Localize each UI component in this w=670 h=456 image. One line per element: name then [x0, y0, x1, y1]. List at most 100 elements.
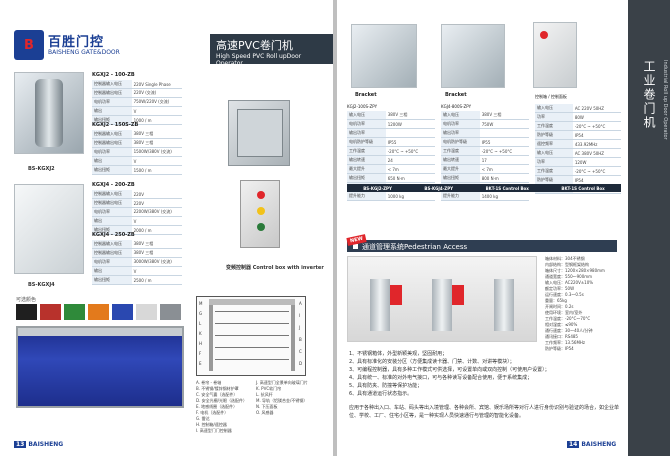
feature-item: 3、可编程控制器，具有多种工作模式可供选择，可设置单向或双向控制（可使用户设置）… — [349, 367, 550, 373]
spec-key: 控制器输入电压 — [92, 130, 132, 139]
left-page: B 百胜门控 BAISHENG GATE&DOOR 高速PVC卷门机 High … — [0, 0, 333, 456]
spec-value: 80W — [572, 112, 621, 122]
feature-item: 1、不锈钢箱体，外型新颖美观，坚固耐用； — [349, 351, 448, 357]
spec-key: 最大提升 — [347, 164, 386, 174]
spec-key: 输出扭矩 — [92, 115, 132, 125]
spec-key: 电机防护等级 — [441, 137, 480, 147]
spec-value: V — [131, 156, 182, 166]
spec-value: IP55 — [385, 137, 435, 147]
legend-item: A. 卷帘 - 卷轴 — [196, 380, 222, 385]
color-swatch — [112, 304, 133, 320]
brand-name-en: BAISHENG GATE&DOOR — [48, 49, 120, 56]
color-swatch — [40, 304, 61, 320]
spec-key: 电机功率 — [441, 119, 480, 129]
spec-value: 433.92MHz — [572, 139, 621, 149]
up-button-icon — [257, 207, 265, 215]
color-swatch — [16, 304, 37, 320]
gate-spec-item: 额定功率：50W — [545, 286, 575, 291]
spec-value: 650 N·m — [385, 173, 435, 183]
legend-item: I. 高速型门门控制器 — [196, 428, 232, 433]
spec-key: 控制器输出电压 — [92, 198, 132, 208]
spec-row: 最大提升< 7m — [347, 164, 435, 174]
spec-value: 1400 kg — [479, 191, 529, 201]
spec-key: 输出功率 — [441, 128, 480, 138]
spec-key: 输出 — [92, 266, 132, 276]
spec-value: 380V 三相 — [131, 248, 182, 258]
gate-spec-list: 箱体材料：304不锈钢内部结构：型钢框架结构箱体尺寸：1200×280×980m… — [545, 256, 617, 352]
feature-item: 6、具有通道运行状态指示。 — [349, 391, 413, 397]
spec-key: 遥控频率 — [535, 139, 573, 149]
legend-item: G. 雷达 — [196, 416, 210, 421]
emergency-stop-icon — [540, 31, 548, 39]
spec-key: 最大提升 — [441, 164, 480, 174]
control-box-image — [228, 100, 290, 166]
diagram-label: H — [199, 341, 203, 346]
right-page: Bracket Bracket 控制箱 / 控制面板 KGJ2-100S-ZPY… — [337, 0, 670, 456]
spec-key: 防护等级 — [535, 130, 573, 140]
spec-key: 输出转速 — [347, 155, 386, 165]
spec-key: 输出扭矩 — [92, 165, 132, 175]
feature-list: 1、不锈钢箱体，外型新颖美观，坚固耐用；2、具有标准化的安装分区（方便集成读卡器… — [349, 350, 619, 398]
bracket-caption-1: Bracket — [355, 92, 377, 98]
gate-spec-item: 工作频率：13.56MHz — [545, 340, 586, 345]
spec-key: 输出 — [92, 216, 132, 226]
spec-key: 控制器输出电压 — [92, 88, 132, 98]
gate-spec-item: 内部结构：型钢框架结构 — [545, 262, 589, 267]
spec-value — [479, 128, 529, 138]
spec-key: 输出扭矩 — [441, 173, 480, 183]
spec-value: 24 — [385, 155, 435, 165]
spec-value: 3000W/380V (交流) — [131, 257, 182, 267]
spec-value: 2200W/380V (交流) — [131, 207, 182, 217]
spec-key: 电机功率 — [347, 119, 386, 129]
color-options-label: 可选颜色 — [16, 297, 37, 303]
legend-item: D. 安全光栅/光眼（选配件） — [196, 398, 247, 403]
model-bar: BS-KGJ2-ZPY BS-KGJ4-ZPY BKT-1S Control B… — [347, 184, 621, 192]
spec-value: 1500W/380V (交流) — [131, 147, 182, 157]
diagram-label: I — [299, 313, 301, 318]
spec-value: 17 — [479, 155, 529, 165]
legend-item: L. 抗风杆 — [256, 392, 273, 397]
spec-value: -20°C ~ +50°C — [385, 146, 435, 156]
gate-spec-item: 输入电压：AC220V±10% — [545, 280, 594, 285]
legend-item: O. 风感器 — [256, 410, 274, 415]
spec-value: 220V (交流) — [131, 88, 182, 98]
control-box-image-right — [533, 22, 577, 88]
spec-value: 380V 三相 — [385, 111, 435, 120]
operator-image-bracket-2 — [441, 24, 505, 88]
spec-value: V — [131, 106, 182, 116]
spec-key: 工作温度 — [441, 146, 480, 156]
product-caption: BS-KGXJ4 — [28, 282, 55, 288]
spec-row: 输出功率 — [347, 128, 435, 138]
spec-key: 输入电压 — [535, 148, 573, 158]
pedestrian-gate-photo — [347, 256, 537, 342]
spec-key: 电机防护等级 — [347, 137, 386, 147]
spec-value: 1500 / m — [131, 165, 182, 175]
spec-key: 工作温度 — [535, 166, 573, 176]
spec-row: 最大提升< 7m — [441, 164, 529, 174]
section-header-pedestrian: 通道管理系统Pedestrian Access — [347, 240, 617, 252]
spec-value: 220V — [131, 198, 182, 208]
spec-row: 工作温度-20°C ~ +50°C — [441, 146, 529, 156]
spec-row: 工作温度-20°C ~ +50°C — [535, 121, 621, 131]
spec-key: 控制器输入电压 — [92, 240, 132, 249]
spec-key: 电机功率 — [92, 257, 132, 267]
